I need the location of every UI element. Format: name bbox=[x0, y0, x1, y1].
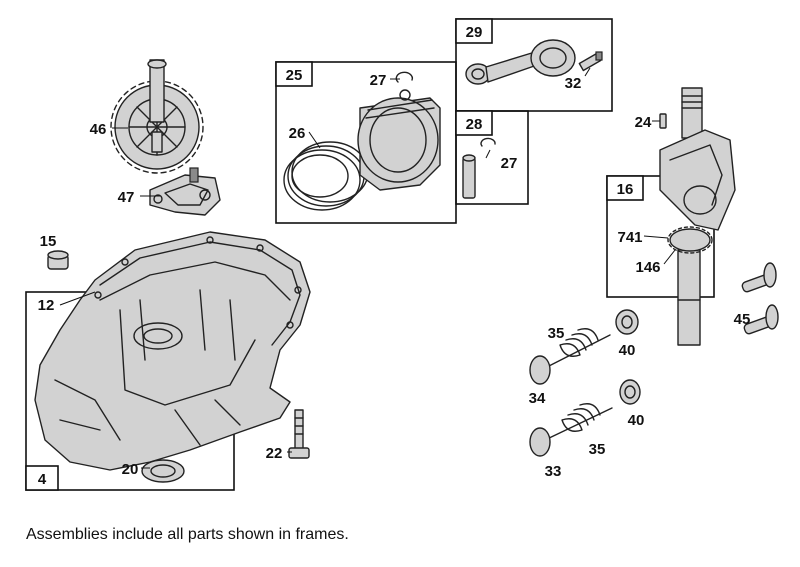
callout-47: 47 bbox=[118, 189, 135, 206]
callout-146: 146 bbox=[635, 259, 660, 276]
callout-27-top: 27 bbox=[370, 72, 387, 89]
crank-gear bbox=[667, 226, 713, 254]
frame-25-label: 25 bbox=[286, 67, 303, 84]
oil-seal bbox=[141, 459, 185, 483]
piston-rings bbox=[283, 141, 369, 211]
tappets bbox=[741, 262, 779, 335]
frame-29-label: 29 bbox=[466, 24, 483, 41]
valve-upper bbox=[529, 328, 611, 385]
callout-20: 20 bbox=[122, 461, 139, 478]
rod-screw bbox=[578, 51, 603, 72]
retainer-upper bbox=[615, 309, 639, 335]
callouts: 46 47 15 12 20 22 26 27 32 27 24 741 146… bbox=[38, 72, 751, 480]
callout-35-bottom: 35 bbox=[589, 441, 606, 458]
frame-16-label: 16 bbox=[617, 181, 634, 198]
crankcase-sump bbox=[34, 231, 311, 471]
callout-40-top: 40 bbox=[619, 342, 636, 359]
leader-lines bbox=[59, 67, 676, 469]
callout-22: 22 bbox=[266, 445, 283, 462]
callout-27-bottom: 27 bbox=[501, 155, 518, 172]
frame-28-label: 28 bbox=[466, 116, 483, 133]
callout-45: 45 bbox=[734, 311, 751, 328]
camshaft-gear bbox=[110, 59, 204, 174]
frame-4-label: 4 bbox=[38, 471, 47, 488]
drain-plug bbox=[47, 250, 69, 270]
frame-25: 25 bbox=[275, 61, 457, 224]
retaining-ring-a bbox=[395, 71, 414, 83]
piston bbox=[357, 89, 441, 191]
callout-46: 46 bbox=[90, 121, 107, 138]
callout-15: 15 bbox=[40, 233, 57, 250]
crankshaft bbox=[659, 87, 736, 346]
callout-741: 741 bbox=[617, 229, 642, 246]
retainer-lower bbox=[619, 379, 641, 405]
callout-12: 12 bbox=[38, 297, 55, 314]
connecting-rod bbox=[465, 39, 576, 85]
callout-32: 32 bbox=[565, 75, 582, 92]
key bbox=[659, 113, 667, 129]
callout-24: 24 bbox=[635, 114, 652, 131]
frame-29: 29 bbox=[455, 18, 613, 112]
governor-bracket bbox=[149, 167, 221, 216]
callout-35-top: 35 bbox=[548, 325, 565, 342]
bolt bbox=[288, 409, 310, 459]
callout-34: 34 bbox=[529, 390, 546, 407]
wrist-pin bbox=[462, 154, 476, 199]
assembly-footnote: Assemblies include all parts shown in fr… bbox=[26, 526, 349, 543]
retaining-ring-b bbox=[480, 137, 496, 147]
callout-26: 26 bbox=[289, 125, 306, 142]
callout-33: 33 bbox=[545, 463, 562, 480]
callout-40-bottom: 40 bbox=[628, 412, 645, 429]
valve-lower bbox=[529, 403, 613, 457]
frame-28: 28 bbox=[455, 110, 529, 205]
